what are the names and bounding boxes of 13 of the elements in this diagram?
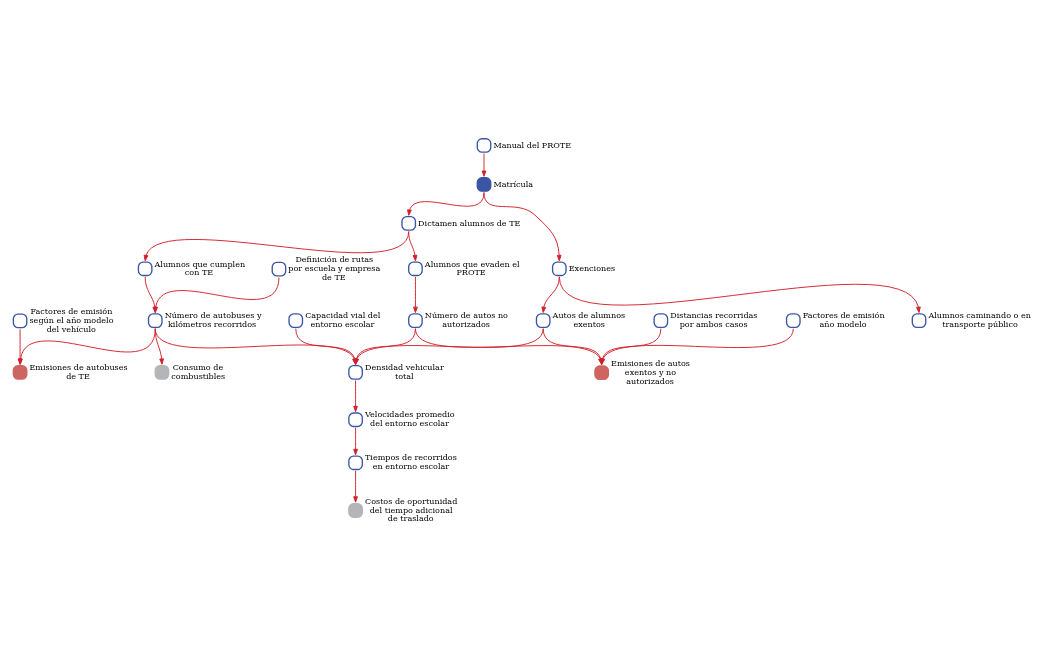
arrow [353,379,358,413]
arrow [541,276,560,313]
arrow [353,427,358,456]
arrow [413,276,418,313]
arrow [153,277,280,313]
arrow [481,153,487,177]
arrow [408,231,418,262]
arrow [353,470,358,503]
arrow [407,192,485,216]
arrow [144,276,158,313]
arrow [18,328,156,365]
arrow [483,192,562,262]
arrow [17,328,23,365]
